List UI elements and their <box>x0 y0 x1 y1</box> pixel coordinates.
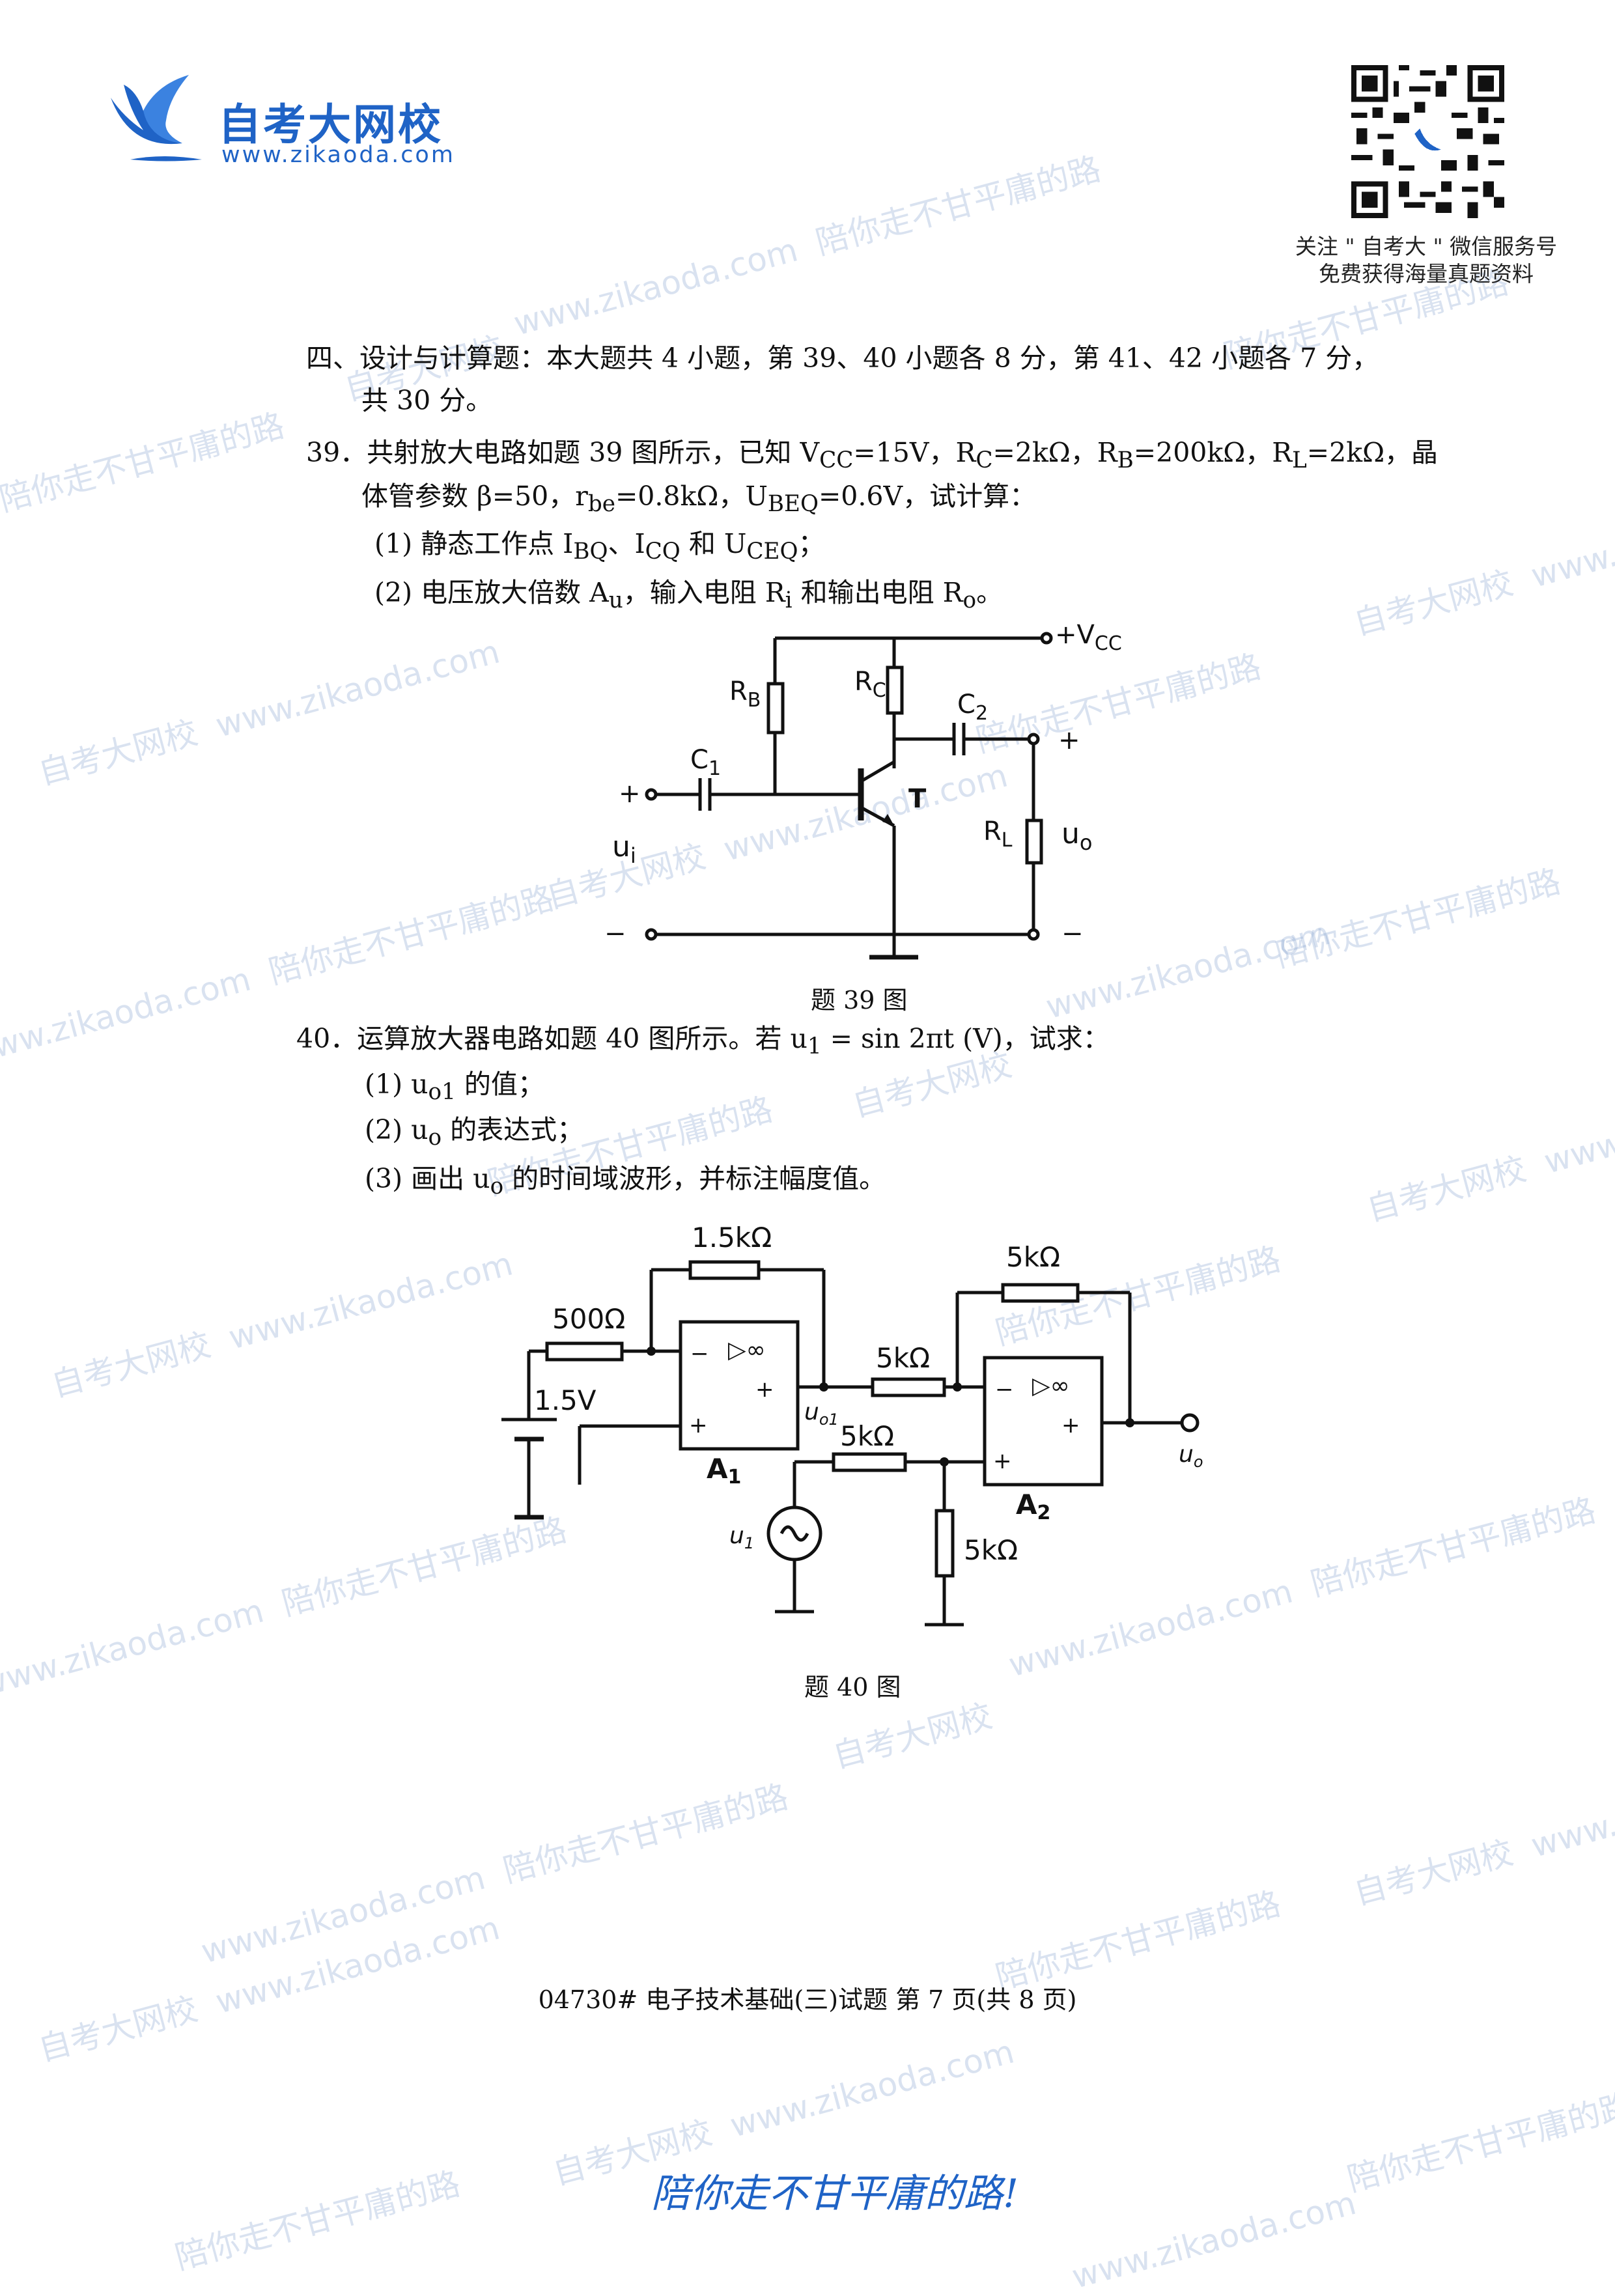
qr-caption-line-1: 关注 " 自考大 " 微信服务号 <box>1295 234 1558 259</box>
label-minus-in: − <box>604 919 626 949</box>
label-u1: u1 <box>729 1522 754 1552</box>
label-a1: A1 <box>707 1453 741 1489</box>
label-ui: ui <box>612 830 636 868</box>
label-uo: uo <box>1179 1441 1203 1471</box>
qr-caption: 关注 " 自考大 " 微信服务号 免费获得海量真题资料 <box>1276 233 1576 288</box>
label-rb: RB <box>729 677 761 712</box>
label-transistor: T <box>908 784 927 814</box>
qr-caption-line-2: 免费获得海量真题资料 <box>1319 261 1534 287</box>
label-r-in2: 5kΩ <box>840 1420 894 1452</box>
amp-a2-symbol: ▷∞ <box>1032 1373 1070 1399</box>
label-uo1: uo1 <box>804 1399 839 1429</box>
label-plus-in: + <box>619 779 641 809</box>
label-r-in1: 500Ω <box>552 1303 625 1335</box>
q39-sub1: (1) 静态工作点 IBQ、ICQ 和 UCEQ； <box>374 528 825 565</box>
section-heading-cont: 共 30 分。 <box>361 385 493 416</box>
q40-sub3: (3) 画出 uo 的时间域波形，并标注幅度值。 <box>365 1163 886 1200</box>
amp-a2-minus: − <box>995 1377 1014 1403</box>
label-uo: uo <box>1061 817 1092 855</box>
logo-name: 自考大网校 <box>218 100 443 150</box>
page-footer: 04730# 电子技术基础(三)试题 第 7 页(共 8 页) <box>538 1985 1077 2014</box>
op-amp-a2 <box>983 1356 1104 1487</box>
label-r-fb1: 1.5kΩ <box>692 1222 772 1253</box>
amp-a2-plus: + <box>993 1448 1012 1474</box>
label-r-fb2: 5kΩ <box>1006 1241 1060 1273</box>
label-r-mid: 5kΩ <box>876 1342 930 1374</box>
amp-a2-out-plus: + <box>1061 1412 1080 1438</box>
q39-line1: 39．共射放大电路如题 39 图所示，已知 VCC=15V，RC=2kΩ，RB=… <box>306 437 1439 474</box>
logo-icon <box>104 72 208 172</box>
logo-url: www.zikaoda.com <box>221 142 455 168</box>
amp-a1-symbol: ▷∞ <box>728 1337 766 1364</box>
slogan-signature: 陪你走不甘平庸的路! <box>651 2171 1019 2217</box>
q39-sub2: (2) 电压放大倍数 Au，输入电阻 Ri 和输出电阻 Ro。 <box>374 577 1004 614</box>
label-vcc: +VCC <box>1055 620 1122 655</box>
section-heading: 四、设计与计算题：本大题共 4 小题，第 39、40 小题各 8 分，第 41、… <box>306 343 1379 374</box>
label-battery: 1.5V <box>534 1384 597 1416</box>
amp-a1-minus: − <box>690 1341 709 1367</box>
amp-a1-plus: + <box>689 1412 708 1438</box>
figure-40-caption: 题 40 图 <box>804 1673 901 1701</box>
q40-sub1: (1) uo1 的值； <box>365 1069 544 1106</box>
label-plus-out: + <box>1058 725 1080 755</box>
figure-39-caption: 题 39 图 <box>811 986 908 1015</box>
label-a2: A2 <box>1016 1489 1050 1524</box>
label-c1: C1 <box>690 745 721 780</box>
q40-line1: 40．运算放大器电路如题 40 图所示。若 u1 = sin 2πt (V)，试… <box>296 1023 1110 1060</box>
label-r-gnd: 5kΩ <box>964 1534 1018 1566</box>
label-c2: C2 <box>957 690 988 725</box>
q40-sub2: (2) uo 的表达式； <box>365 1114 584 1151</box>
amp-a1-out-plus: + <box>755 1377 774 1403</box>
label-rl: RL <box>983 817 1013 852</box>
label-minus-out: − <box>1061 919 1084 949</box>
qr-code-icon <box>1351 65 1504 221</box>
label-rc: RC <box>854 667 886 702</box>
q39-line2: 体管参数 β=50，rbe=0.8kΩ，UBEQ=0.6V，试计算： <box>361 481 1037 518</box>
